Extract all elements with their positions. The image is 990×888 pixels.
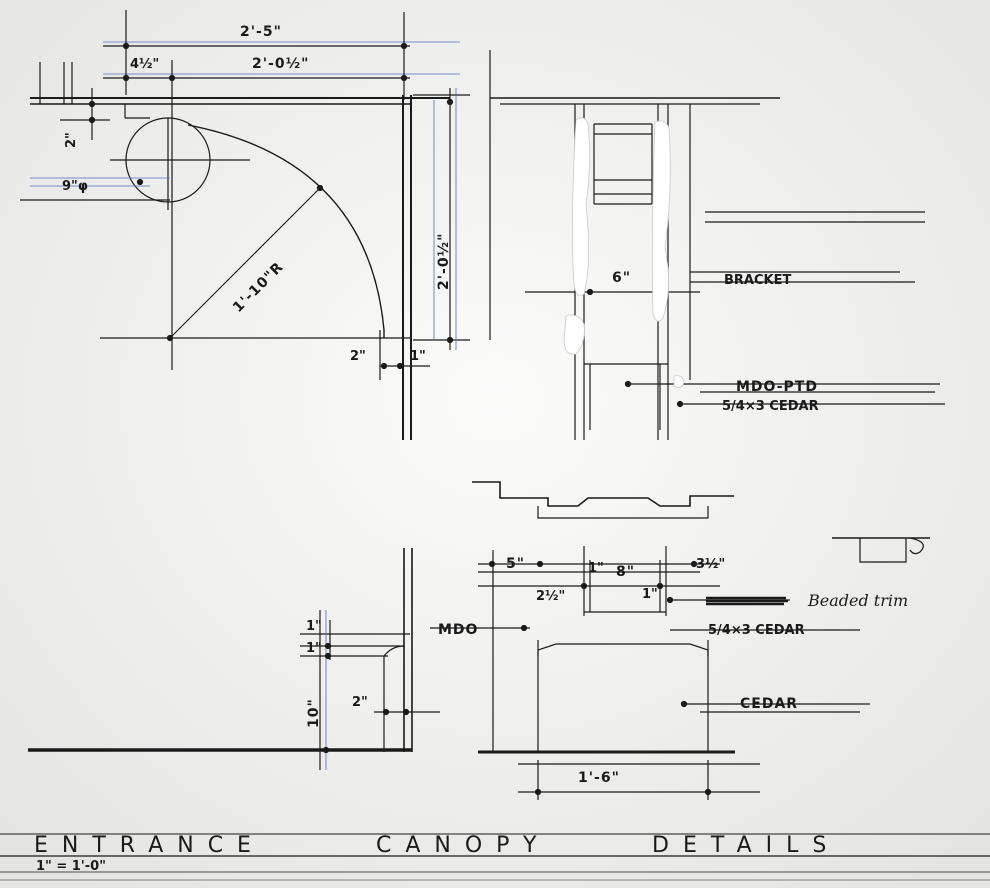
correction-marks: [563, 117, 685, 388]
column-dim-base: 1'-6": [578, 770, 620, 786]
bracket-dim-width: 6": [612, 270, 631, 286]
base-dim-base: 2": [352, 695, 368, 710]
plan-dim-width: 2'-0½": [252, 56, 309, 72]
base-dim-height: 10": [306, 698, 322, 728]
plan-dim-hole: 9"φ: [62, 179, 88, 194]
title-word-2: CANOPY: [376, 833, 550, 858]
base-dim-small-1: 1": [306, 619, 322, 634]
base-dim-small-2: 1": [306, 641, 322, 656]
column-dim-b: 1": [588, 561, 604, 576]
plan-dim-bottom-left: 2": [350, 349, 366, 364]
column-label-cedar: CEDAR: [740, 696, 798, 712]
column-label-beaded: Beaded trim: [807, 591, 908, 610]
column-dim-a: 2½": [536, 589, 565, 604]
plan-dim-depth: 2'-0½": [436, 233, 452, 290]
bracket-label-bracket: BRACKET: [724, 273, 791, 288]
title-block: [0, 833, 990, 881]
column-label-mdo: MDO: [438, 622, 478, 638]
plan-dim-bottom-right: 1": [410, 349, 426, 364]
column-dim-e: 3½": [696, 557, 725, 572]
title-word-1: ENTRANCE: [34, 833, 265, 858]
bracket-label-mdo: MDO-PTD: [736, 379, 818, 395]
column-label-cedar-trim: 5/4×3 CEDAR: [708, 623, 805, 638]
column-dim-c: 8": [616, 564, 635, 580]
column-dim-left: 5": [506, 556, 525, 572]
plan-dim-top-small: 2": [64, 132, 79, 148]
title-word-3: DETAILS: [652, 833, 840, 858]
plan-detail: [20, 10, 470, 440]
column-dim-d: 1": [642, 587, 658, 602]
plan-dim-overall: 2'-5": [240, 24, 282, 40]
column-detail: [430, 481, 930, 800]
bracket-label-cedar: 5/4×3 CEDAR: [722, 399, 819, 414]
sheet-scale: 1" = 1'-0": [36, 859, 106, 874]
plan-dim-offset: 4½": [130, 57, 159, 72]
base-section: [28, 548, 440, 770]
